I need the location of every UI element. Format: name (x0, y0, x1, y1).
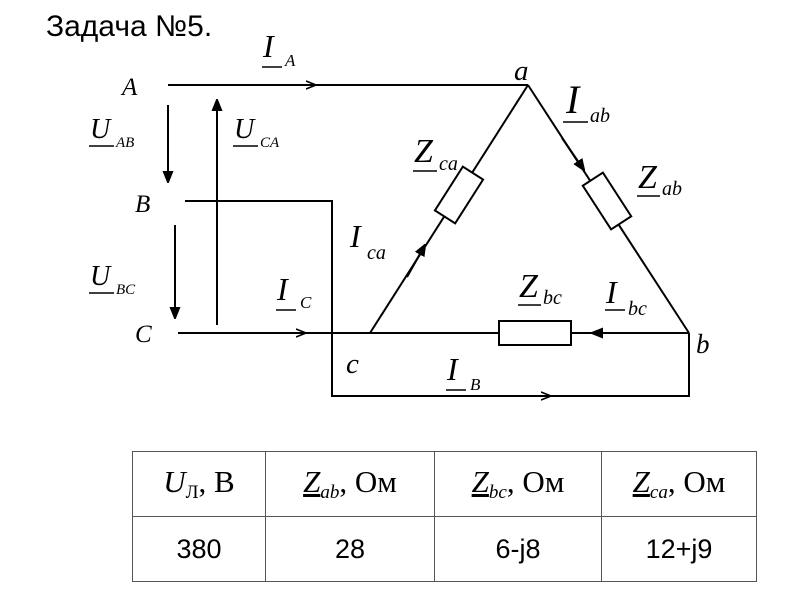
label-impedance-zbc: Z bc (518, 268, 562, 309)
label-current-ibc: I bc (605, 274, 647, 320)
svg-text:U: U (90, 261, 112, 292)
svg-text:Z: Z (638, 159, 658, 196)
header-line-voltage: UЛ, В (132, 451, 266, 517)
svg-text:I: I (605, 274, 618, 310)
label-current-ib: I B (446, 351, 481, 394)
svg-text:ab: ab (662, 178, 682, 200)
svg-text:A: A (284, 51, 296, 70)
current-iab-arrow (561, 137, 584, 170)
wire-line-b (185, 200, 690, 397)
value-zab: 28 (265, 516, 435, 582)
value-zbc: 6-j8 (434, 516, 602, 582)
label-current-iab: I ab (563, 77, 610, 127)
impedance-ab-resistor (581, 171, 633, 231)
header-zbc: Zbc, Ом (434, 451, 602, 517)
svg-text:AB: AB (115, 135, 134, 151)
svg-text:ab: ab (590, 105, 610, 127)
label-current-ica: I ca (349, 218, 386, 264)
node-label-b: b (696, 329, 710, 359)
svg-text:CA: CA (260, 135, 280, 151)
line-label-a: A (120, 74, 138, 101)
svg-text:I: I (565, 77, 581, 122)
delta-circuit-diagram: A B C a b c I A I ab I ca I C I B I bc U… (89, 28, 710, 450)
label-voltage-ubc: U BC (89, 261, 136, 298)
current-ica-arrow (406, 245, 425, 278)
table-row: 380 28 6-j8 12+j9 (132, 516, 757, 582)
header-zca: Zca, Ом (601, 451, 757, 517)
svg-text:Z: Z (519, 268, 539, 305)
svg-text:I: I (446, 351, 459, 387)
label-current-ia: I A (262, 28, 296, 70)
svg-text:Z: Z (414, 133, 434, 170)
label-voltage-uca: U CA (233, 114, 280, 151)
svg-text:ca: ca (367, 242, 386, 264)
line-label-c: C (135, 321, 152, 348)
svg-text:ca: ca (439, 153, 458, 175)
svg-text:I: I (276, 271, 289, 307)
value-zca: 12+j9 (601, 516, 757, 582)
label-impedance-zab: Z ab (637, 159, 682, 200)
value-line-voltage: 380 (132, 516, 266, 582)
node-label-a: a (514, 55, 529, 87)
line-label-b: B (135, 191, 150, 218)
node-label-c: c (346, 348, 359, 380)
svg-text:I: I (262, 28, 275, 64)
svg-text:BC: BC (116, 282, 136, 298)
table-header-row: UЛ, В Zab, Ом Zbc, Ом Zca, Ом (132, 451, 757, 517)
impedance-ca-resistor (433, 165, 485, 225)
label-impedance-zca: Z ca (413, 133, 458, 175)
svg-text:bc: bc (628, 298, 647, 320)
label-current-ic: I C (276, 271, 312, 312)
svg-text:U: U (90, 114, 112, 145)
label-voltage-uab: U AB (89, 114, 134, 151)
svg-text:C: C (300, 293, 312, 312)
svg-text:B: B (470, 375, 481, 394)
impedance-bc-resistor (498, 320, 572, 346)
task-title: Задача №5. (46, 10, 213, 43)
parameters-table: UЛ, В Zab, Ом Zbc, Ом Zca, Ом 380 28 6-j… (132, 451, 757, 582)
svg-text:bc: bc (543, 287, 562, 309)
svg-text:I: I (349, 218, 362, 254)
svg-text:U: U (234, 114, 256, 145)
header-zab: Zab, Ом (265, 451, 435, 517)
